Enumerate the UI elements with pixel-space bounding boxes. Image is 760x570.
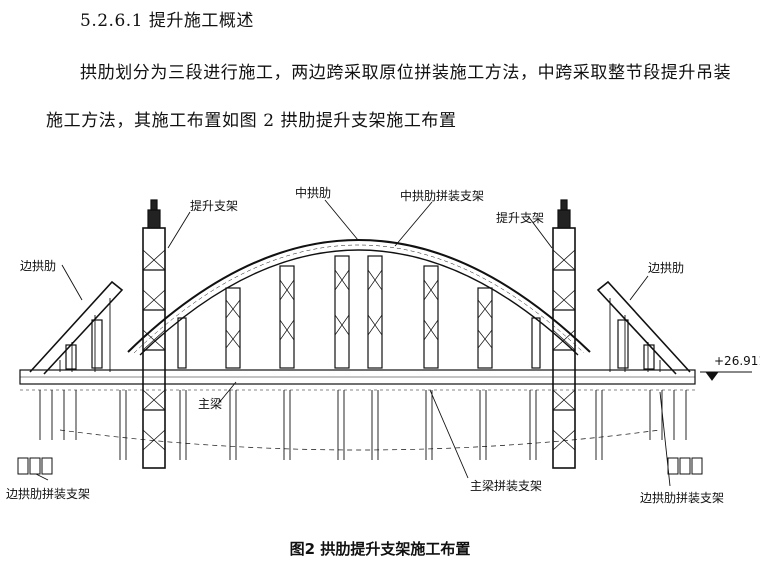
paragraph-line-2: 施工方法，其施工布置如图 2 拱肋提升支架施工布置 (46, 111, 457, 131)
side-arch-rib-right (596, 280, 691, 375)
section-heading: 5.2.6.1 提升施工概述 (80, 11, 254, 31)
bridge-drawing: 提升支架 中拱肋 中拱肋拼装支架 提升支架 边拱肋 边拱肋 主梁 主梁拼装支架 … (0, 150, 760, 530)
paragraph-line-1: 拱肋划分为三段进行施工，两边跨采取原位拼装施工方法，中跨采取整节段提升吊装 (80, 63, 732, 83)
side-arch-rib-left (29, 280, 124, 375)
elevation-marker (700, 371, 752, 381)
label-lift-support-right: 提升支架 (496, 210, 544, 225)
label-main-girder: 主梁 (198, 396, 222, 411)
label-lift-support-left: 提升支架 (190, 198, 238, 213)
label-elevation: +26.911 (714, 354, 760, 368)
leader-lines (35, 199, 671, 487)
side-foundations (17, 457, 703, 475)
lift-support-tower-right (552, 199, 576, 469)
label-side-rib-left: 边拱肋 (20, 258, 56, 273)
figure-caption: 图2 拱肋提升支架施工布置 (289, 540, 471, 558)
label-side-rib-assembly-right: 边拱肋拼装支架 (640, 490, 724, 505)
label-mid-rib: 中拱肋 (295, 185, 331, 200)
label-side-rib-right: 边拱肋 (648, 260, 684, 275)
girder-assembly-piers (39, 390, 687, 460)
label-side-rib-assembly-left: 边拱肋拼装支架 (6, 486, 90, 501)
label-girder-assembly: 主梁拼装支架 (470, 478, 542, 493)
lift-support-tower-left (142, 199, 166, 469)
mid-rib-assembly-towers (177, 255, 541, 369)
label-mid-rib-assembly: 中拱肋拼装支架 (400, 188, 484, 203)
mid-arch-rib (127, 239, 591, 356)
bridge-elevation-svg: 提升支架 中拱肋 中拱肋拼装支架 提升支架 边拱肋 边拱肋 主梁 主梁拼装支架 … (6, 185, 760, 505)
main-girder (19, 369, 696, 391)
